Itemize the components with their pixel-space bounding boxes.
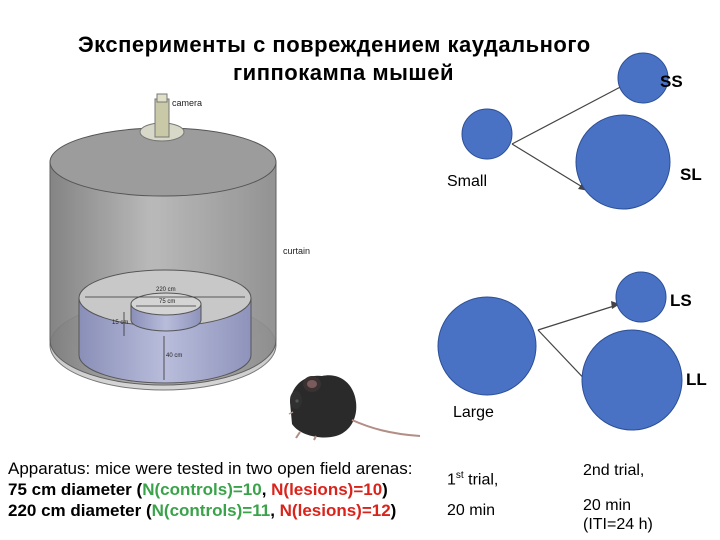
ss-label: SS: [660, 72, 683, 91]
trial-1-sup: st: [455, 470, 464, 481]
line-3-controls: N(controls)=11: [151, 501, 271, 520]
small-arena-label: Small: [447, 173, 488, 190]
circle-ls: [615, 271, 667, 323]
line-3-sep: ,: [270, 501, 280, 520]
trial-2-duration: 20 min: [583, 497, 632, 514]
trial-2-label: 2nd trial,: [583, 462, 645, 479]
apparatus-description: Apparatus: mice were tested in two open …: [8, 458, 412, 521]
trial-1-label: 1st trial,: [447, 470, 498, 489]
line-3-size: 220 cm diameter (: [8, 501, 152, 520]
line-2-size: 75 cm diameter (: [8, 480, 143, 499]
apparatus-line-2: 75 cm diameter (N(controls)=10, N(lesion…: [8, 479, 412, 500]
trial-1-duration: 20 min: [447, 502, 496, 519]
apparatus-heading: Apparatus: [8, 459, 86, 478]
circle-large: [437, 296, 537, 396]
line-3-lesions: N(lesions)=12: [279, 501, 391, 520]
sl-label: SL: [680, 165, 702, 184]
arrow-small-to-ss: [511, 82, 629, 145]
curtain-label: curtain: [283, 246, 311, 256]
arrow-small-to-sl: [511, 143, 585, 189]
circle-ss: [617, 52, 669, 104]
trial-1-prefix: 1: [447, 471, 456, 489]
apparatus-line-1: Apparatus: mice were tested in two open …: [8, 458, 412, 479]
circle-ll: [581, 329, 683, 431]
camera-lens: [156, 93, 168, 103]
arrow-head-ls: [611, 301, 620, 309]
dim-wall-label: 40 cm: [166, 353, 183, 359]
ll-label: LL: [686, 370, 707, 389]
apparatus-line-1-text: : mice were tested in two open field are…: [85, 459, 413, 478]
line-2-lesions: N(lesions)=10: [271, 480, 383, 499]
line-2-sep: ,: [261, 480, 272, 499]
line-2-end: ): [382, 480, 388, 499]
apparatus-line-3: 220 cm diameter (N(controls)=11, N(lesio…: [8, 500, 412, 521]
line-2-controls: N(controls)=10: [142, 480, 262, 499]
large-arena-label: Large: [453, 404, 494, 421]
camera-body: [154, 98, 170, 138]
line-3-end: ): [390, 501, 397, 520]
title-line-2: гиппокампа мышей: [233, 60, 455, 85]
camera-label: camera: [172, 98, 203, 108]
dim-small-wall-label: 15 cm: [112, 320, 129, 326]
trial-2-iti: (ITI=24 h): [583, 516, 653, 533]
arrow-large-to-ls: [537, 305, 615, 331]
dim-outer-label: 220 cm: [156, 287, 176, 293]
title-line-1: Эксперименты с повреждением каудального: [78, 32, 591, 57]
dim-inner-label: 75 cm: [159, 299, 176, 305]
circle-sl: [575, 114, 671, 210]
ls-label: LS: [670, 291, 692, 310]
circle-small: [461, 108, 513, 160]
mouse-illustration: [288, 375, 421, 441]
trial-1-suffix: trial,: [463, 471, 499, 489]
small-arena-top: [130, 292, 202, 316]
